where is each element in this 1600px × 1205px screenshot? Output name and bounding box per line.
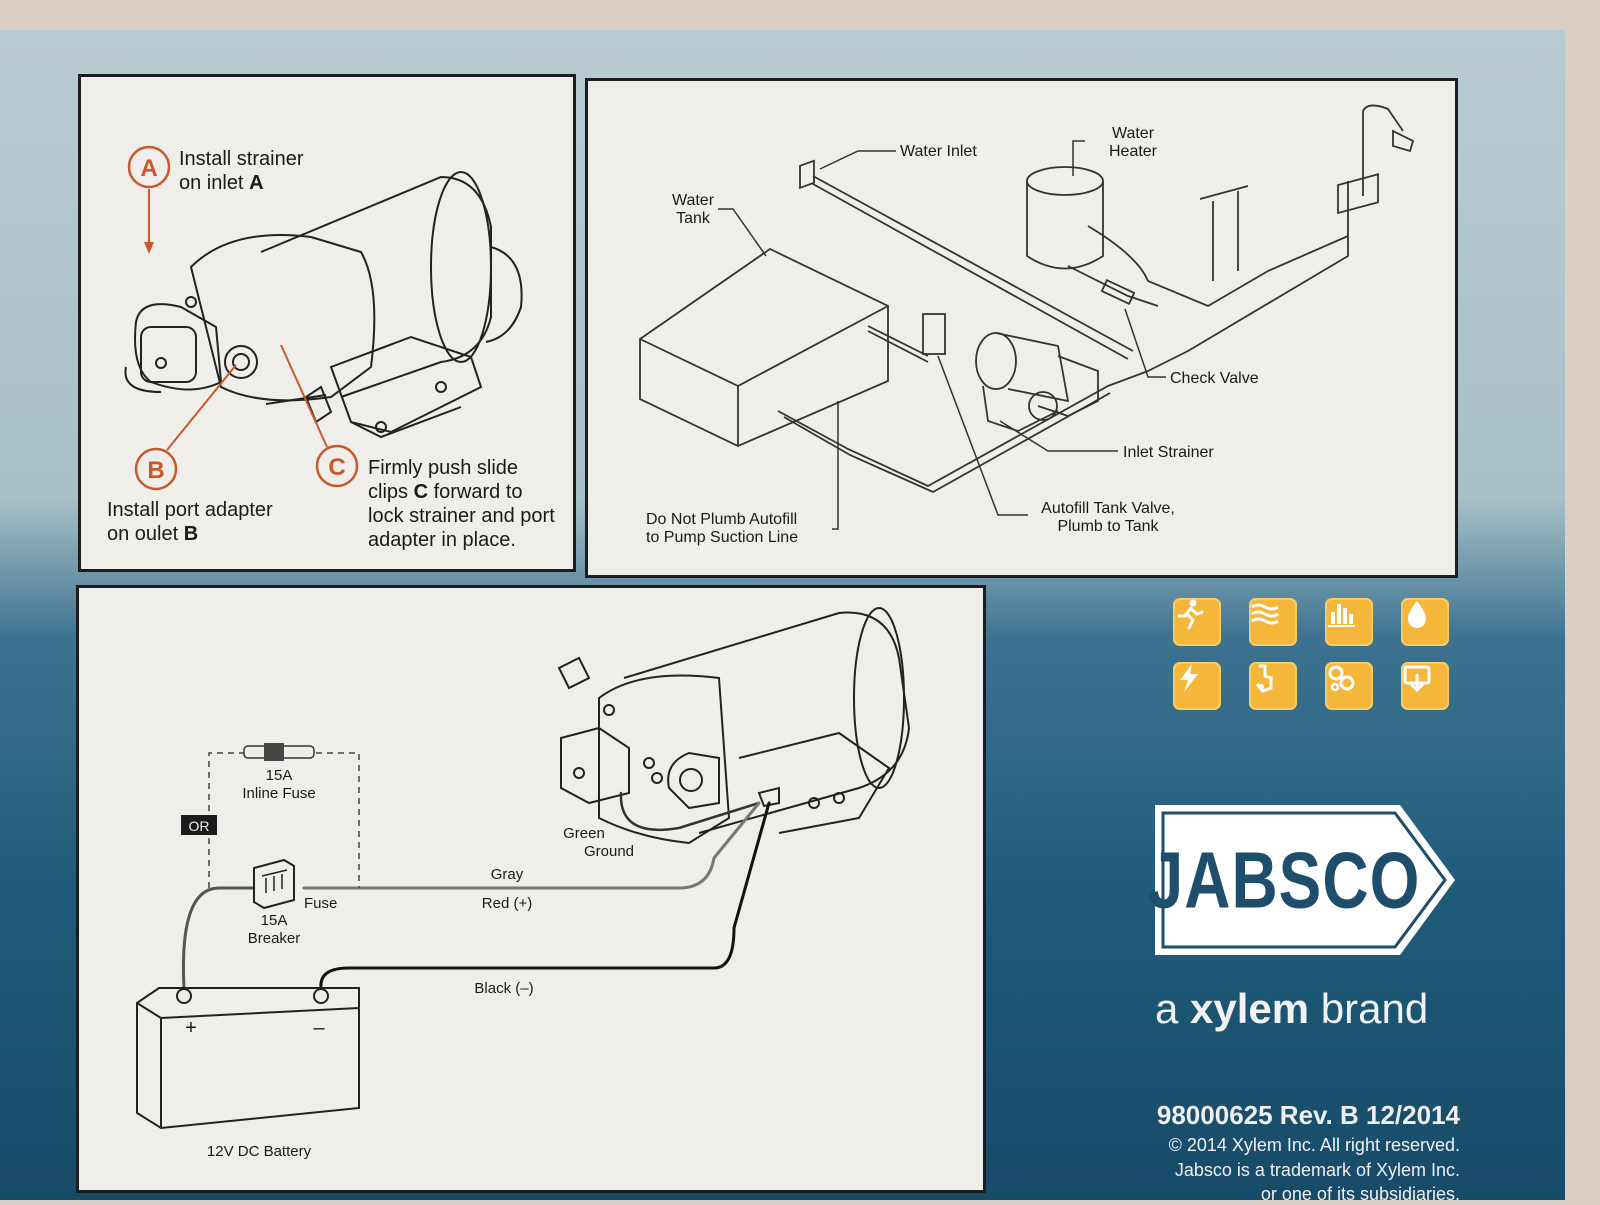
- label-gray: Gray: [491, 866, 524, 883]
- label-water-tank-1: Water: [672, 192, 715, 209]
- bar-chart-icon: [1325, 598, 1373, 646]
- label-water-inlet: Water Inlet: [900, 143, 977, 160]
- label-green: Green: [563, 825, 605, 842]
- battery-label: 12V DC Battery: [207, 1143, 312, 1160]
- svg-text:clips C forward to: clips C forward to: [368, 481, 523, 503]
- label-autofill-2: Plumb to Tank: [1057, 518, 1159, 535]
- or-badge-text: OR: [189, 818, 210, 834]
- wire-labels: Green Ground Gray Red (+) Black (–): [474, 825, 634, 997]
- leader-lines: [718, 140, 1166, 530]
- or-badge: [181, 815, 217, 835]
- strainer-install-diagram: A Install strainer on inlet A B Install …: [107, 145, 555, 551]
- callout-a-line2: on inlet: [179, 172, 244, 194]
- black-wire: [319, 801, 771, 990]
- battery-positive-wire: [181, 886, 271, 990]
- callout-a-inlet-letter: A: [249, 172, 263, 194]
- label-red: Red (+): [482, 895, 532, 912]
- inline-fuse-amps: 15A: [266, 767, 293, 784]
- callout-c-line4: adapter in place.: [368, 529, 516, 551]
- battery-minus-sign: –: [313, 1017, 325, 1039]
- callout-c-line3: lock strainer and port: [368, 505, 555, 527]
- gray-red-wire: [302, 801, 761, 890]
- inline-fuse-option: 15A Inline Fuse OR: [181, 743, 360, 888]
- inline-fuse-label: Inline Fuse: [242, 785, 315, 802]
- document-number: 98000625 Rev. B 12/2014: [1156, 1100, 1460, 1130]
- callout-c-line1: Firmly push slide: [368, 457, 518, 479]
- water-drop-icon: [1401, 598, 1449, 646]
- brand-area: JABSCO a xylem brand 98000625 Rev. B 12/…: [995, 590, 1565, 1204]
- wires: [181, 791, 771, 990]
- runner-icon: [1173, 598, 1221, 646]
- label-black: Black (–): [474, 980, 533, 997]
- callout-b-outlet-letter: B: [184, 523, 198, 545]
- callout-b-line2: on oulet: [107, 523, 179, 545]
- breaker-label: Breaker: [248, 930, 301, 947]
- tagline-brand: brand: [1320, 985, 1429, 1032]
- wiring-panel: 15A Inline Fuse OR Fuse 15A Breaker Gree…: [76, 585, 986, 1193]
- plumbing-labels: Water Inlet Water Heater Water Tank Chec…: [646, 125, 1259, 546]
- jabsco-logo: JABSCO: [1148, 805, 1465, 955]
- trademark-notice-1: Jabsco is a trademark of Xylem Inc.: [1174, 1160, 1460, 1180]
- label-do-not-plumb-2: to Pump Suction Line: [646, 529, 798, 546]
- label-autofill-1: Autofill Tank Valve,: [1041, 500, 1175, 517]
- waves-icon: [1249, 598, 1297, 646]
- label-inlet-strainer: Inlet Strainer: [1123, 444, 1214, 461]
- copyright-notice: © 2014 Xylem Inc. All right reserved.: [1168, 1135, 1460, 1155]
- pump-drawing-wiring: [557, 607, 911, 845]
- label-do-not-plumb-1: Do Not Plumb Autofill: [646, 511, 797, 528]
- green-ground-wire: [619, 791, 761, 832]
- callout-c: C Firmly push slide clips C forward to l…: [280, 344, 555, 551]
- breaker-fuse-label: Fuse: [304, 895, 337, 912]
- callout-a-letter: A: [140, 155, 157, 182]
- plumbing-panel: Water Inlet Water Heater Water Tank Chec…: [585, 78, 1458, 578]
- callout-c-line2b: forward to: [434, 481, 523, 503]
- breaker-amps: 15A: [261, 912, 288, 929]
- label-ground: Ground: [584, 843, 634, 860]
- plumbing-drawing: [639, 104, 1415, 494]
- battery-negative-terminal: [313, 988, 329, 1004]
- water-tank-shape: [639, 247, 889, 447]
- battery-plus-sign: +: [185, 1017, 197, 1039]
- wiring-diagram: 15A Inline Fuse OR Fuse 15A Breaker Gree…: [136, 607, 911, 1160]
- pump-illustration: [124, 171, 523, 439]
- label-water-tank-2: Tank: [676, 210, 711, 227]
- breaker: Fuse 15A Breaker: [248, 858, 337, 947]
- label-water-heater-2: Heater: [1109, 143, 1158, 160]
- svg-text:on oulet B: on oulet B: [107, 523, 198, 545]
- svg-text:on inlet A: on inlet A: [179, 172, 264, 194]
- battery-positive-terminal: [176, 988, 192, 1004]
- jabsco-logo-text: JABSCO: [1147, 835, 1421, 925]
- callout-c-clip-letter: C: [414, 481, 428, 503]
- gears-icon: [1325, 662, 1373, 710]
- callout-b-line1: Install port adapter: [107, 499, 273, 521]
- label-check-valve: Check Valve: [1170, 370, 1259, 387]
- callout-b-letter: B: [147, 457, 164, 484]
- tagline-a: a: [1155, 985, 1179, 1032]
- callout-c-letter: C: [328, 454, 345, 481]
- battery: + – 12V DC Battery: [136, 987, 360, 1160]
- xylem-tagline: a xylem brand: [1155, 985, 1428, 1033]
- label-water-heater-1: Water: [1112, 125, 1155, 142]
- download-icon: [1401, 662, 1449, 710]
- trademark-notice-2: or one of its subsidiaries.: [1260, 1184, 1460, 1204]
- callout-a: A Install strainer on inlet A: [127, 145, 304, 254]
- lightning-icon: [1173, 662, 1221, 710]
- strainer-install-panel: A Install strainer on inlet A B Install …: [78, 74, 576, 572]
- hand-switch-icon: [1249, 662, 1297, 710]
- callout-c-line2: clips: [368, 481, 408, 503]
- plumbing-diagram: Water Inlet Water Heater Water Tank Chec…: [639, 104, 1415, 546]
- tagline-xylem: xylem: [1190, 985, 1310, 1032]
- callout-b: B Install port adapter on oulet B: [107, 364, 273, 545]
- callout-a-line1: Install strainer: [179, 148, 304, 170]
